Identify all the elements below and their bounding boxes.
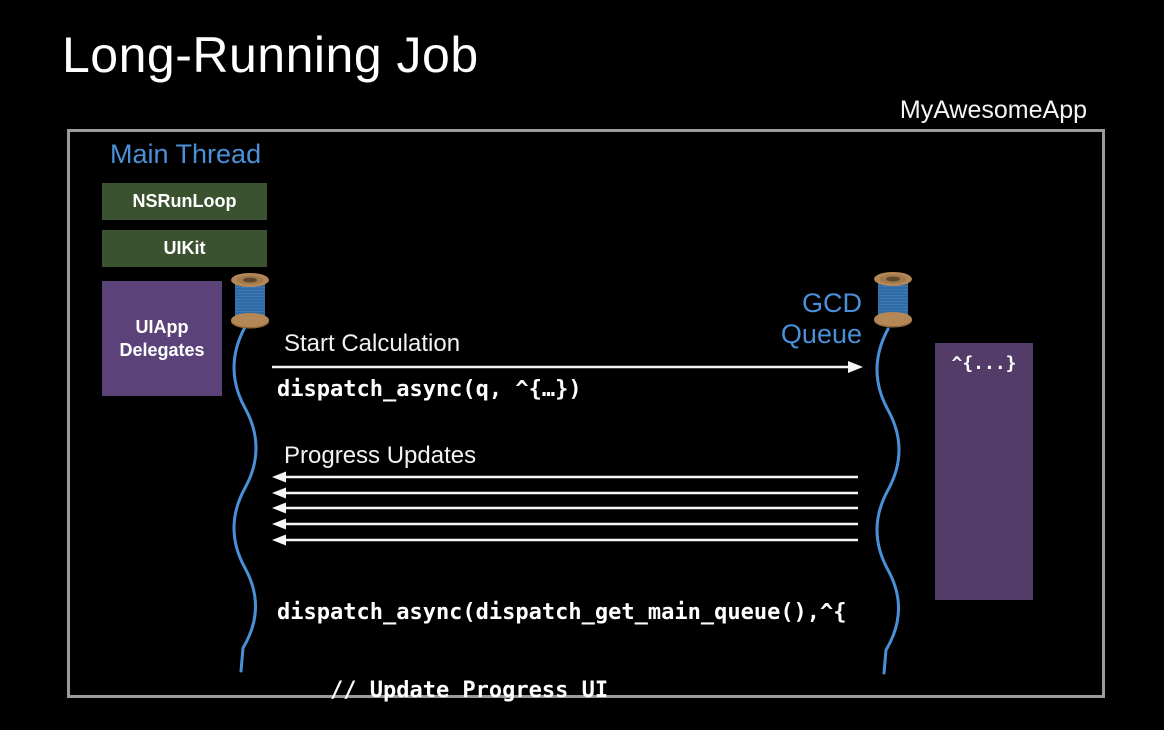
gcd-block-box: ^{...} [935, 343, 1033, 600]
main-queue-code-line2: // Update Progress UI [277, 678, 609, 703]
main-queue-code-line1: dispatch_async(dispatch_get_main_queue()… [277, 600, 847, 625]
uiapp-delegates-box: UIApp Delegates [102, 281, 222, 396]
page-title: Long-Running Job [62, 27, 479, 83]
nsrunloop-box: NSRunLoop [102, 183, 267, 220]
nsrunloop-label: NSRunLoop [132, 191, 237, 211]
main-queue-code: dispatch_async(dispatch_get_main_queue()… [277, 548, 847, 730]
gcd-block-label: ^{...} [951, 353, 1017, 374]
uikit-label: UIKit [163, 238, 206, 258]
uiapp-delegates-label-line2: Delegates [119, 339, 205, 360]
start-calculation-label: Start Calculation [284, 330, 461, 357]
app-boundary-frame [67, 129, 1105, 698]
progress-updates-label: Progress Updates [284, 442, 477, 469]
app-name-label: MyAwesomeApp [899, 96, 1087, 124]
uikit-box: UIKit [102, 230, 267, 267]
gcd-queue-label: GCD Queue [780, 288, 862, 349]
uiapp-delegates-label-line1: UIApp [135, 316, 189, 337]
dispatch-async-code: dispatch_async(q, ^{…}) [277, 377, 582, 402]
main-thread-label: Main Thread [110, 139, 262, 169]
